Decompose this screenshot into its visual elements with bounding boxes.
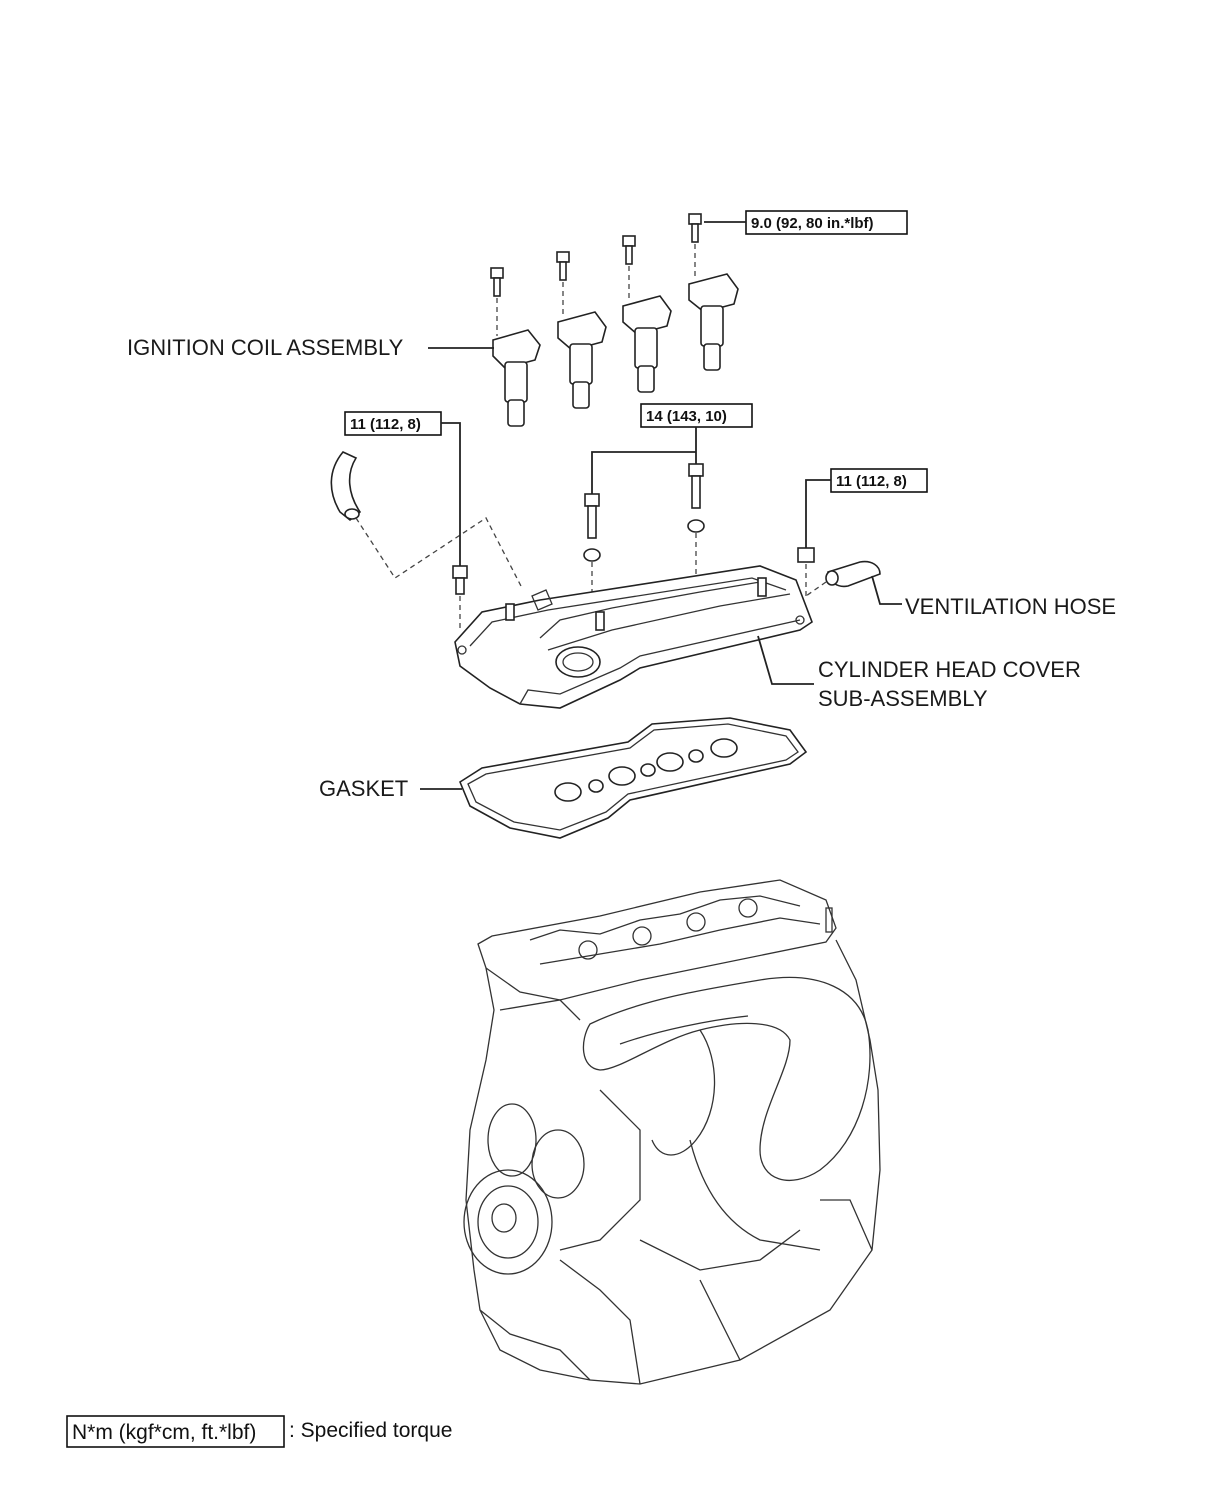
ignition-coil-2	[556, 251, 607, 409]
cylinder-head-cover	[454, 565, 813, 709]
legend-description: : Specified torque	[289, 1419, 452, 1442]
ignition-coil-1	[490, 267, 541, 427]
legend-unit-text: N*m (kgf*cm, ft.*lbf)	[72, 1421, 256, 1444]
torque-hose-left-text: 11 (112, 8)	[350, 416, 421, 433]
ignition-coil-label: IGNITION COIL ASSEMBLY	[127, 335, 404, 360]
breather-hose-left	[330, 451, 523, 589]
torque-cover-bolts-text: 14 (143, 10)	[646, 408, 727, 425]
legend: N*m (kgf*cm, ft.*lbf) : Specified torque	[66, 1415, 452, 1448]
cover-bolt-2	[687, 463, 705, 598]
bolt-left	[452, 565, 468, 628]
torque-hose-right-text: 11 (112, 8)	[836, 473, 907, 490]
gasket	[459, 717, 808, 839]
ignition-coil-group	[490, 213, 739, 427]
bolt-right	[797, 547, 815, 600]
cover-bolt-1	[583, 493, 601, 614]
cylinder-head-cover-label-line1: CYLINDER HEAD COVER	[818, 657, 1081, 682]
legend-torque-box	[66, 1415, 285, 1448]
ventilation-hose	[805, 560, 902, 605]
torque-box-hose-right: 11 (112, 8)	[805, 468, 928, 548]
torque-box-hose-left: 11 (112, 8)	[344, 411, 461, 566]
torque-box-cover-bolts: 14 (143, 10)	[591, 403, 753, 494]
gasket-label: GASKET	[319, 776, 408, 801]
engine-block	[463, 879, 881, 1385]
ventilation-hose-label: VENTILATION HOSE	[905, 594, 1116, 619]
ignition-coil-4	[688, 213, 739, 371]
cylinder-head-cover-leader	[757, 635, 814, 685]
cylinder-head-cover-label-line2: SUB-ASSEMBLY	[818, 686, 988, 711]
ignition-coil-3	[622, 235, 672, 393]
torque-coil-bolt-text: 9.0 (92, 80 in.*lbf)	[751, 215, 874, 232]
torque-box-coil-bolt: 9.0 (92, 80 in.*lbf)	[704, 210, 908, 235]
